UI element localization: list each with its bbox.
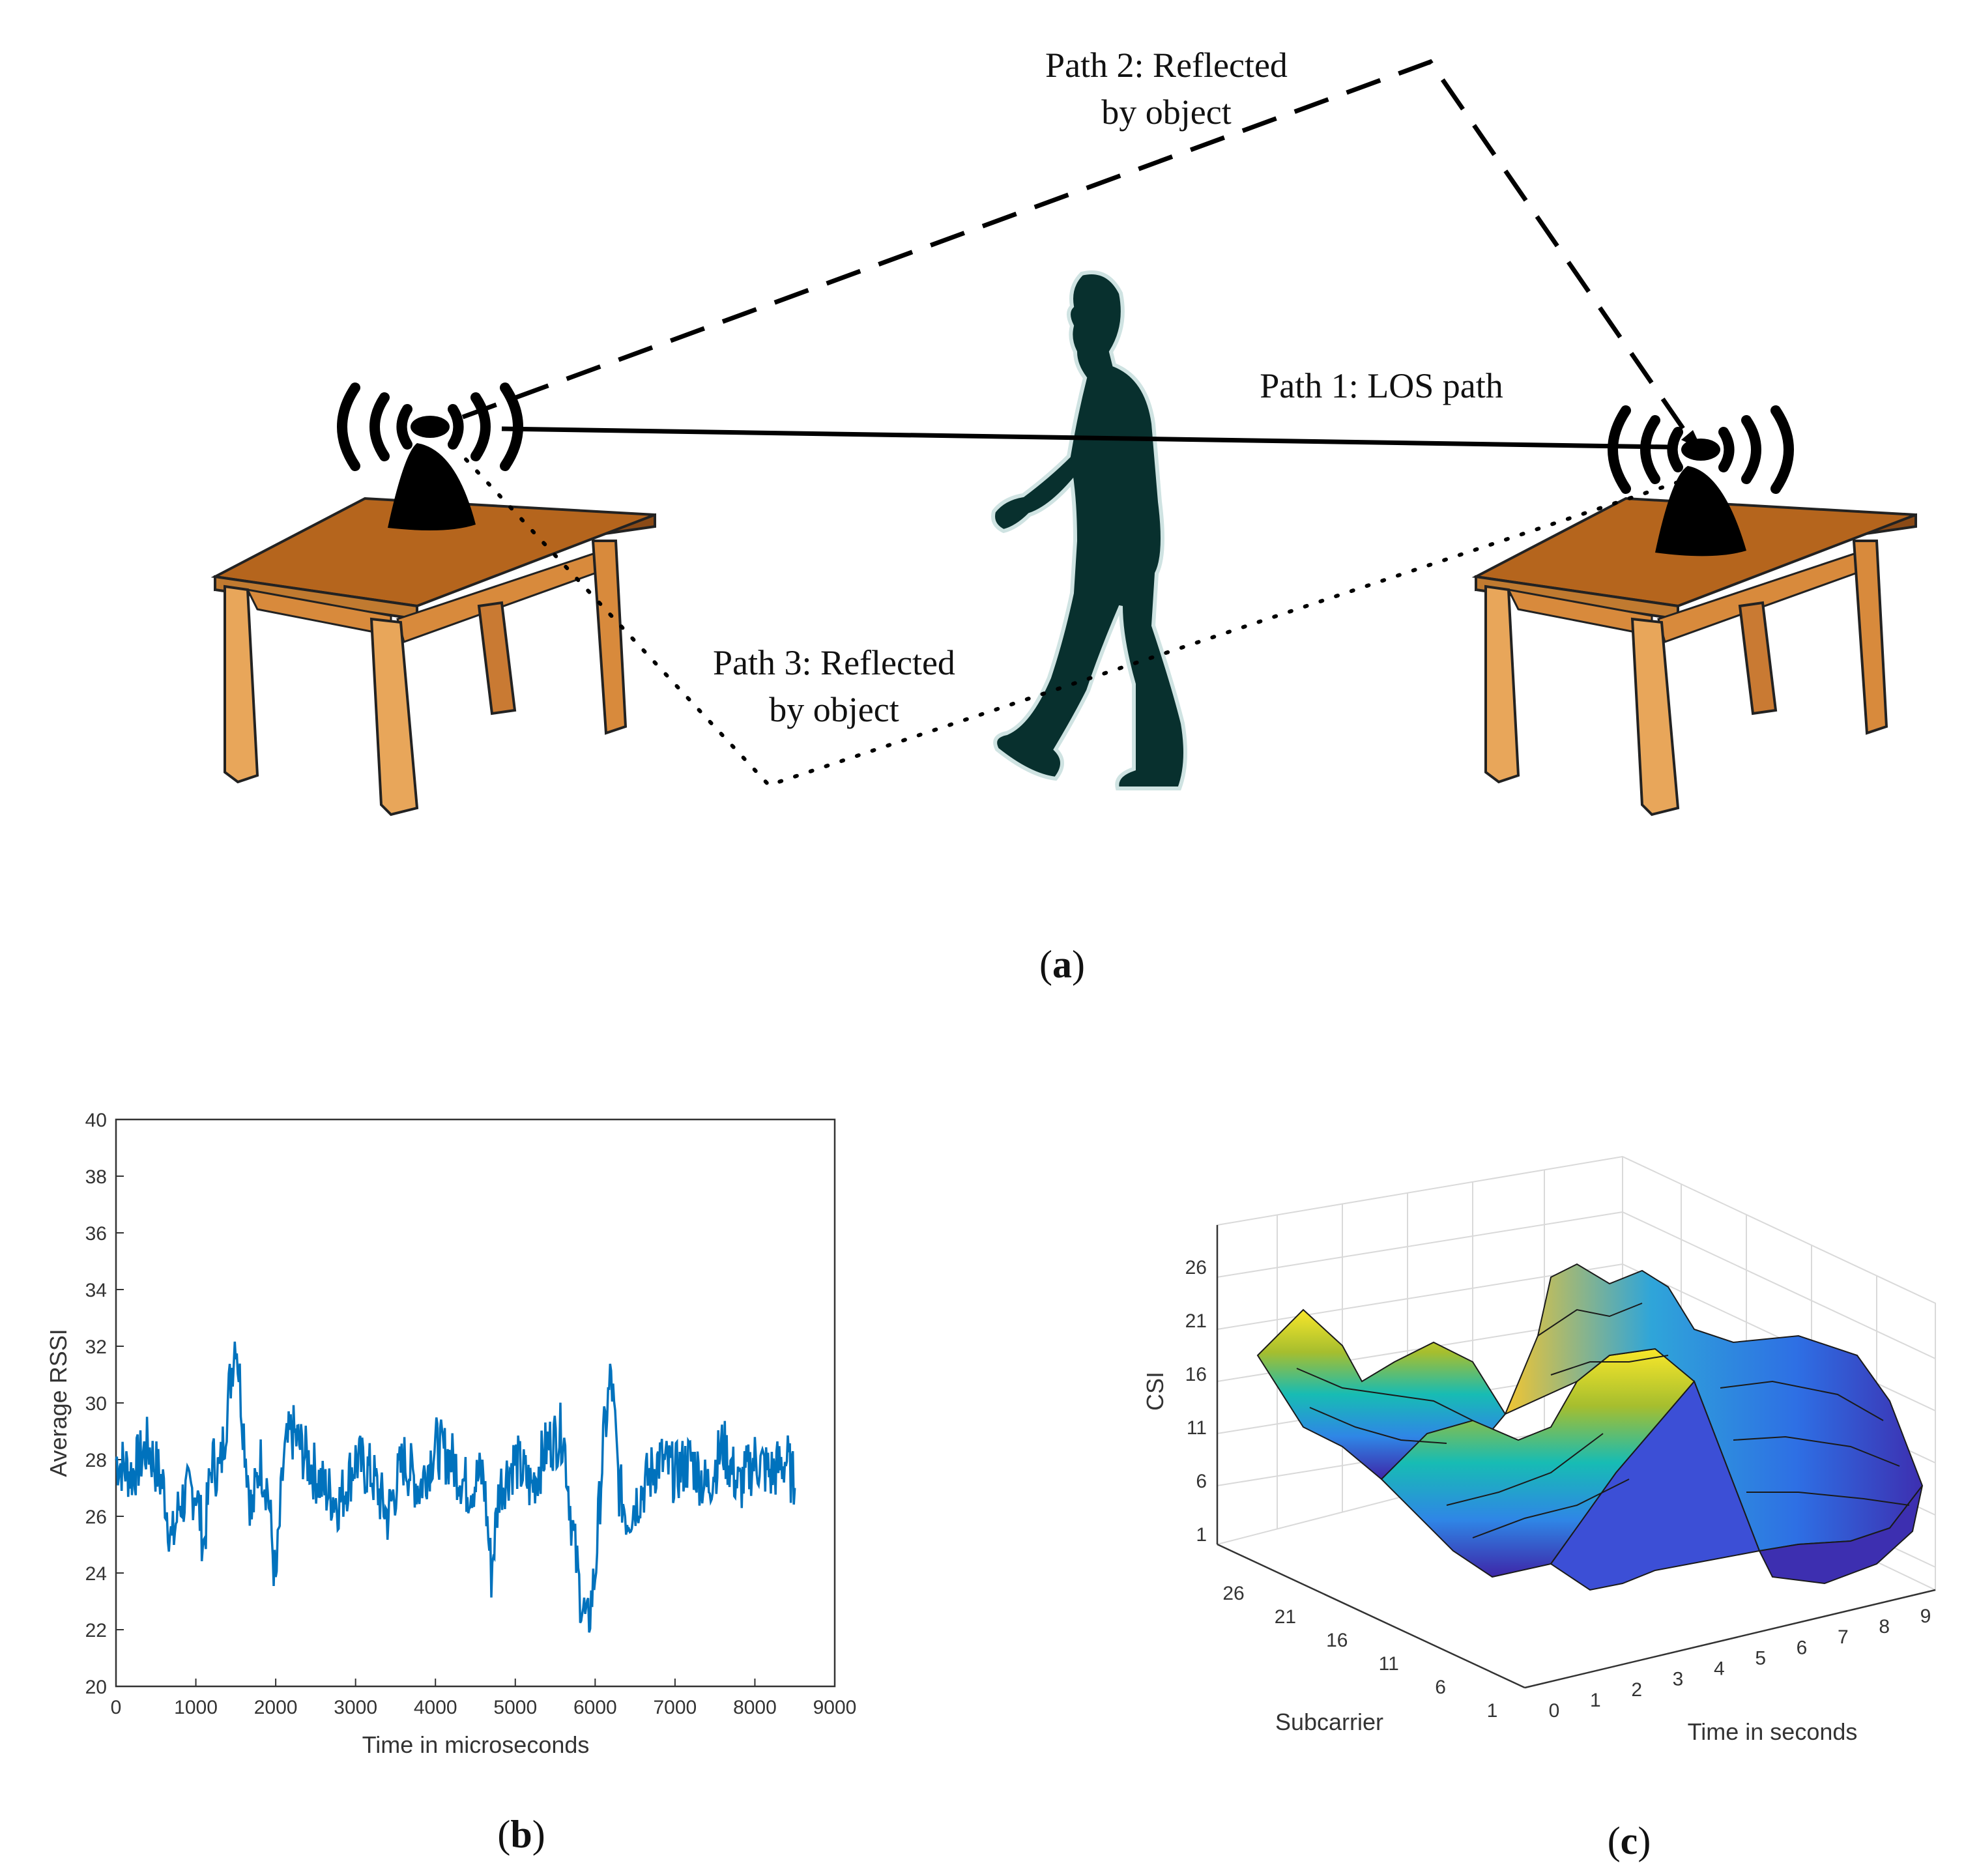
csi-xtick-label: 1 xyxy=(1590,1690,1601,1711)
csi-ztick-label: 16 xyxy=(1185,1364,1207,1385)
svg-text:(a): (a) xyxy=(1039,943,1085,986)
csi-zlabel: CSI xyxy=(1142,1372,1168,1411)
csi-ytick-label: 1 xyxy=(1487,1700,1498,1722)
csi-xtick-label: 7 xyxy=(1838,1626,1849,1648)
rssi-ytick-label: 40 xyxy=(85,1110,107,1131)
path2-label-line2: by object xyxy=(1101,93,1231,132)
rssi-xtick-label: 7000 xyxy=(654,1697,697,1718)
path2-arrowhead xyxy=(1681,430,1702,450)
csi-xtick-label: 6 xyxy=(1797,1637,1808,1658)
csi-ztick-label: 26 xyxy=(1185,1257,1207,1278)
rssi-plot-frame xyxy=(115,1118,836,1688)
csi-ytick-label: 21 xyxy=(1275,1606,1296,1628)
rssi-xtick-label: 4000 xyxy=(414,1697,457,1718)
rssi-ytick-label: 28 xyxy=(85,1450,107,1471)
rssi-xtick-label: 5000 xyxy=(493,1697,537,1718)
rssi-xtick-label: 6000 xyxy=(573,1697,617,1718)
csi-ytick-label: 11 xyxy=(1379,1653,1399,1675)
csi-ytick-label: 6 xyxy=(1435,1677,1446,1698)
path2-label-line1: Path 2: Reflected xyxy=(1045,46,1288,85)
caption-c-letter: c xyxy=(1621,1819,1638,1862)
rssi-ytick-label: 38 xyxy=(85,1166,107,1188)
rssi-xtick-label: 0 xyxy=(111,1697,122,1718)
path3-label-line2: by object xyxy=(769,690,899,729)
transmitter-icon xyxy=(337,382,523,530)
rssi-ytick-label: 22 xyxy=(85,1620,107,1641)
path3-label-line1: Path 3: Reflected xyxy=(713,643,955,682)
csi-xlabel: Time in seconds xyxy=(1688,1718,1858,1745)
caption-c: (c) xyxy=(1608,1819,1651,1862)
rssi-series-line xyxy=(115,1341,796,1633)
csi-xtick-label: 4 xyxy=(1714,1658,1725,1680)
csi-ztick-label: 11 xyxy=(1187,1417,1207,1439)
csi-xtick-label: 5 xyxy=(1755,1647,1766,1669)
left-table xyxy=(210,497,656,816)
csi-xtick-label: 9 xyxy=(1920,1606,1931,1627)
svg-text:(c): (c) xyxy=(1608,1819,1651,1862)
csi-xtick-label: 3 xyxy=(1673,1669,1684,1690)
csi-ytick-label: 26 xyxy=(1222,1583,1244,1604)
csi-ztick-label: 1 xyxy=(1196,1524,1207,1546)
rssi-xtick-label: 2000 xyxy=(254,1697,298,1718)
rssi-ytick-label: 32 xyxy=(85,1336,107,1358)
rssi-xtick-label: 8000 xyxy=(733,1697,777,1718)
path2-dashed-line xyxy=(461,59,1693,441)
csi-ztick-label: 21 xyxy=(1185,1310,1207,1332)
rssi-xlabel: Time in microseconds xyxy=(362,1731,590,1758)
caption-b: (b) xyxy=(497,1813,545,1856)
rssi-xtick-label: 3000 xyxy=(334,1697,377,1718)
rssi-ytick-label: 34 xyxy=(85,1280,107,1301)
svg-text:(b): (b) xyxy=(497,1813,545,1856)
rssi-ytick-label: 30 xyxy=(85,1393,107,1415)
csi-ylabel: Subcarrier xyxy=(1275,1709,1383,1735)
path1-label: Path 1: LOS path xyxy=(1260,366,1503,405)
rssi-xtick-label: 9000 xyxy=(813,1697,857,1718)
rssi-ytick-label: 20 xyxy=(85,1677,107,1698)
caption-a: (a) xyxy=(1039,943,1085,986)
csi-ytick-label: 16 xyxy=(1326,1630,1348,1651)
csi-xtick-label: 8 xyxy=(1879,1616,1890,1638)
person-silhouette xyxy=(991,270,1187,790)
csi-surface xyxy=(1256,1263,1924,1591)
path1-los-line xyxy=(501,426,1669,450)
path3-dotted-line xyxy=(464,457,1680,788)
rssi-ytick-label: 36 xyxy=(85,1223,107,1245)
csi-xtick-label: 0 xyxy=(1549,1700,1560,1722)
csi-axes xyxy=(1216,1225,1936,1689)
panel-b-rssi-chart: 0 1000 2000 3000 4000 5000 6000 7000 8000 9000 20 2… xyxy=(45,1110,856,1856)
caption-a-letter: a xyxy=(1052,943,1072,986)
csi-xtick-label: 2 xyxy=(1631,1679,1642,1701)
panel-a: Path 2: Reflected by object Path 1: LOS … xyxy=(210,46,1917,986)
rssi-ytick-label: 26 xyxy=(85,1507,107,1528)
csi-ztick-label: 6 xyxy=(1196,1471,1207,1492)
rssi-ylabel: Average RSSI xyxy=(45,1329,72,1477)
caption-b-letter: b xyxy=(510,1813,532,1856)
rssi-axes-ticks: 0 1000 2000 3000 4000 5000 6000 7000 8000 9000 20 2… xyxy=(85,1110,857,1718)
rssi-xtick-label: 1000 xyxy=(174,1697,218,1718)
rssi-ytick-label: 24 xyxy=(85,1563,107,1585)
